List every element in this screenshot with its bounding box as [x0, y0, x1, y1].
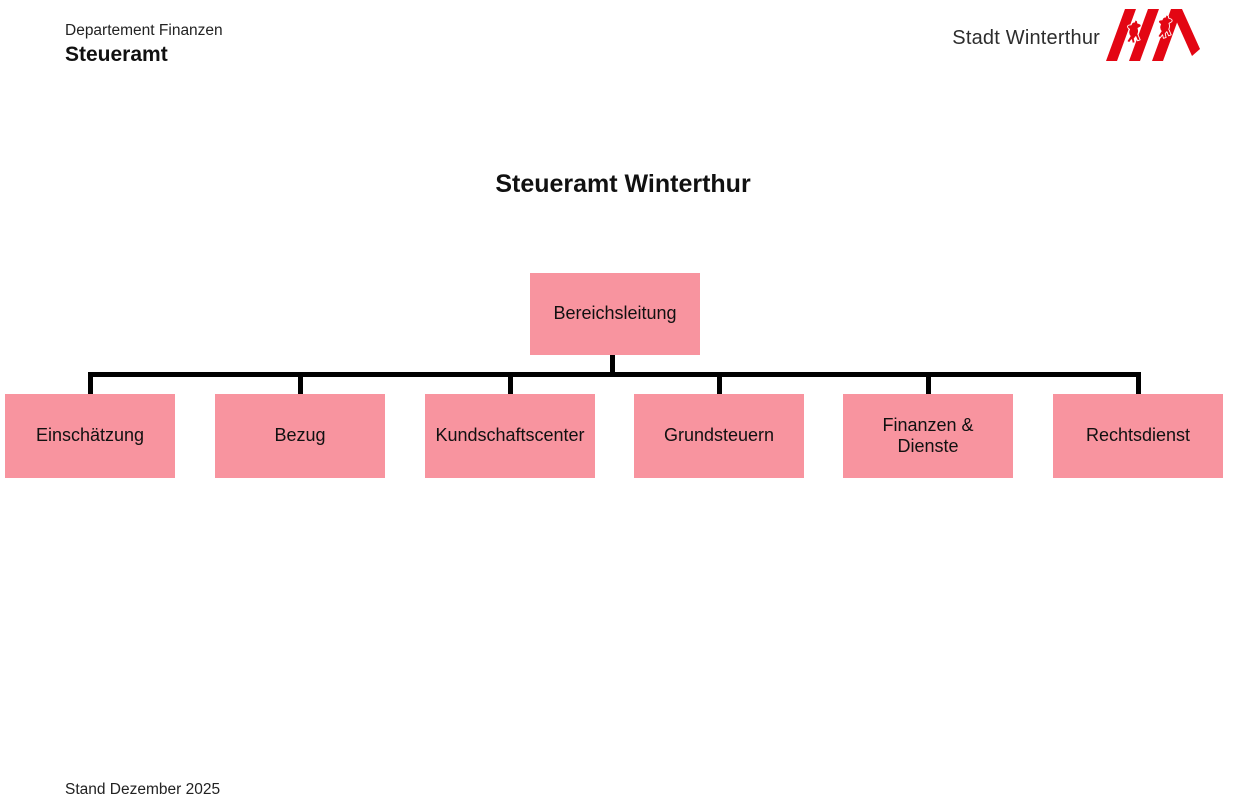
org-node-label: Einschätzung [35, 425, 145, 446]
connector-tick [1136, 372, 1141, 394]
connector-tick [926, 372, 931, 394]
org-node-label: Finanzen & Dienste [882, 414, 974, 456]
org-node-label: Bezug [274, 425, 326, 446]
connector-tick [717, 372, 722, 394]
org-node-bereichsleitung: Bereichsleitung [530, 273, 700, 355]
org-node-finanzen-dienste: Finanzen & Dienste [843, 394, 1013, 478]
footer-date: Stand Dezember 2025 [65, 781, 221, 798]
org-node-label: Bereichsleitung [553, 303, 677, 324]
office-label: Steueramt [65, 43, 168, 66]
department-label: Departement Finanzen [65, 22, 223, 39]
connector-tick [298, 372, 303, 394]
org-node-rechtsdienst: Rechtsdienst [1053, 394, 1223, 478]
org-node-bezug: Bezug [215, 394, 385, 478]
connector-tick [88, 372, 93, 394]
connector-tick [508, 372, 513, 394]
connector-horizontal [88, 372, 1141, 377]
org-node-kundschaftscenter: Kundschaftscenter [425, 394, 595, 478]
org-node-label: Rechtsdienst [1085, 425, 1191, 446]
org-node-label: Kundschaftscenter [435, 425, 585, 446]
brand: Stadt Winterthur [952, 8, 1200, 62]
org-node-einschaetzung: Einschätzung [5, 394, 175, 478]
page-title: Steueramt Winterthur [495, 170, 751, 198]
org-node-label: Grundsteuern [663, 425, 775, 446]
brand-wordmark: Stadt Winterthur [952, 26, 1100, 49]
connector-root-drop [610, 355, 615, 375]
winterthur-w-lions-icon [1106, 9, 1200, 61]
org-node-grundsteuern: Grundsteuern [634, 394, 804, 478]
